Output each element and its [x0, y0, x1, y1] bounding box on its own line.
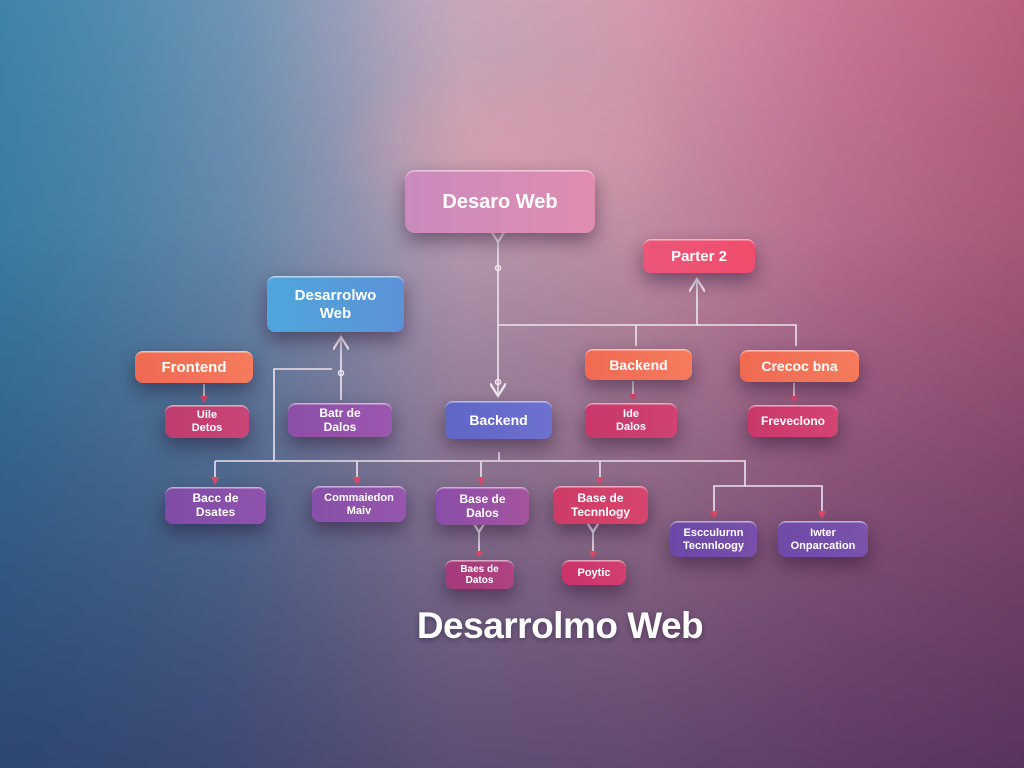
node-escullurnn[interactable]: Escculurnn Tecnnloogy	[670, 521, 757, 557]
node-label: Backend	[609, 356, 668, 373]
node-label: Poytic	[577, 566, 611, 579]
node-bases-datos-sub[interactable]: Baes de Datos	[445, 560, 514, 589]
node-creacion[interactable]: Crecoc bna	[740, 350, 859, 382]
node-label: Parter 2	[671, 247, 727, 265]
node-backend-center[interactable]: Backend	[445, 401, 552, 439]
node-commmiedon[interactable]: Commaiedon Maiv	[312, 486, 406, 522]
node-label-line2: Onparcation	[790, 539, 856, 552]
node-base-datos[interactable]: Base de Dalos	[436, 487, 529, 525]
node-parte-2[interactable]: Parter 2	[643, 239, 755, 273]
node-label-line2: Dalos	[466, 505, 499, 520]
node-base-dates[interactable]: Bacc de Dsates	[165, 487, 266, 524]
node-batir-datos[interactable]: Batr de Dalos	[288, 403, 392, 437]
node-label-line1: Ide	[623, 408, 639, 421]
node-backend-orange[interactable]: Backend	[585, 349, 692, 380]
node-label-line1: Base de	[577, 490, 624, 505]
node-label: Freveclono	[760, 413, 826, 428]
node-base-technology[interactable]: Base de Tecnnlogy	[553, 486, 648, 524]
node-label-line2: Maiv	[346, 504, 372, 517]
node-label-line2: Datos	[465, 575, 494, 586]
node-label: Frontend	[161, 358, 227, 376]
node-label-line2: Tecnnloogy	[683, 539, 744, 552]
node-label-line1: Baes de	[460, 563, 499, 575]
node-label-line1: Base de	[459, 491, 506, 506]
node-label: Desaro Web	[442, 190, 558, 213]
node-label-line1: Escculurnn	[683, 526, 744, 539]
node-label-line1: Uile	[196, 409, 218, 422]
node-label-line1: Iwter	[810, 526, 836, 539]
diagram-title: Desarrolmo Web	[416, 605, 704, 646]
node-prevelono[interactable]: Freveclono	[748, 405, 838, 437]
node-label-line2: Dsates	[195, 505, 236, 519]
node-label-line1: Batr de	[319, 405, 361, 420]
node-ide-datos[interactable]: Ide Dalos	[585, 403, 677, 438]
node-label-line2: Web	[319, 304, 352, 322]
node-iwter[interactable]: Iwter Onparcation	[778, 521, 868, 557]
node-label-line1: Commaiedon	[324, 491, 394, 504]
node-label-line2: Dalos	[616, 421, 646, 433]
node-label: Backend	[469, 412, 528, 429]
node-desarrollo-web[interactable]: Desarrolwo Web	[267, 276, 404, 332]
node-desaro-web-root[interactable]: Desaro Web	[405, 170, 595, 233]
node-label: Crecoc bna	[761, 358, 838, 375]
node-frontend-child[interactable]: Uile Detos	[165, 405, 249, 438]
node-poyic[interactable]: Poytic	[562, 560, 626, 585]
node-frontend[interactable]: Frontend	[135, 351, 253, 383]
node-label-line2: Dalos	[323, 419, 357, 434]
node-label-line2: Tecnnlogy	[570, 504, 631, 519]
node-label-line1: Bacc de	[192, 491, 239, 506]
node-label-line1: Desarrolwo	[294, 287, 377, 305]
node-label-line2: Detos	[191, 422, 223, 434]
